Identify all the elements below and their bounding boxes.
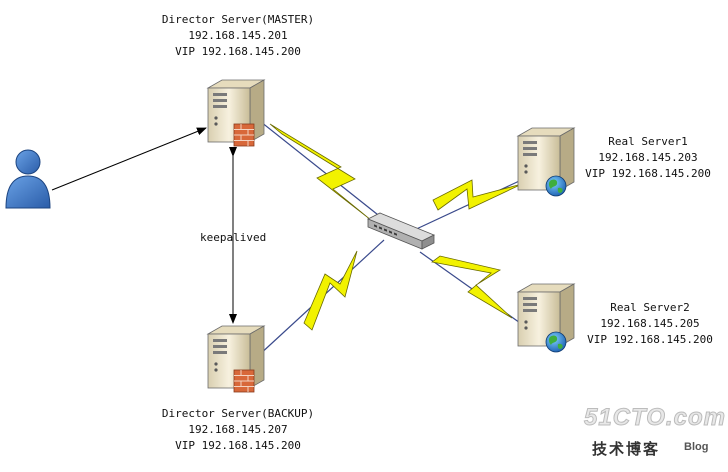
real-server2-icon bbox=[517, 283, 575, 353]
director-backup-label: Director Server(BACKUP) 192.168.145.207 … bbox=[138, 406, 338, 454]
real-server1-label: Real Server1 192.168.145.203 VIP 192.168… bbox=[578, 134, 718, 182]
lightning-backup bbox=[303, 250, 358, 331]
real-server1-vip: VIP 192.168.145.200 bbox=[585, 167, 711, 180]
real-server2-title: Real Server2 bbox=[610, 301, 690, 314]
director-backup-server-icon bbox=[207, 325, 265, 393]
real-server1-title: Real Server1 bbox=[608, 135, 688, 148]
real-server1-ip: 192.168.145.203 bbox=[598, 151, 698, 164]
real-server2-ip: 192.168.145.205 bbox=[600, 317, 700, 330]
director-master-ip: 192.168.145.201 bbox=[188, 29, 288, 42]
watermark-subtitle: 技术博客 bbox=[592, 440, 661, 458]
network-switch-icon bbox=[367, 212, 435, 250]
cable-master-switch bbox=[255, 117, 393, 227]
watermark-brand: 51CTO.com bbox=[584, 404, 726, 432]
real-server1-icon bbox=[517, 127, 575, 197]
keepalived-label: keepalived bbox=[200, 231, 267, 244]
director-backup-vip: VIP 192.168.145.200 bbox=[175, 439, 301, 452]
director-backup-ip: 192.168.145.207 bbox=[188, 423, 288, 436]
real-server2-vip: VIP 192.168.145.200 bbox=[587, 333, 713, 346]
watermark-blog: Blog bbox=[684, 441, 709, 453]
lightning-rs2 bbox=[431, 255, 513, 319]
director-master-server-icon bbox=[207, 79, 265, 147]
director-backup-title: Director Server(BACKUP) bbox=[161, 407, 315, 420]
watermark: 51CTO.com 技术博客 Blog bbox=[584, 404, 726, 468]
director-master-title: Director Server(MASTER) bbox=[161, 13, 315, 26]
lightning-master bbox=[269, 123, 372, 221]
real-server2-label: Real Server2 192.168.145.205 VIP 192.168… bbox=[580, 300, 720, 348]
lightning-bolts bbox=[269, 123, 523, 331]
director-master-label: Director Server(MASTER) 192.168.145.201 … bbox=[138, 12, 338, 60]
client-arrow bbox=[51, 127, 207, 191]
director-master-vip: VIP 192.168.145.200 bbox=[175, 45, 301, 58]
lightning-rs1 bbox=[432, 179, 523, 211]
user-icon bbox=[5, 149, 51, 209]
